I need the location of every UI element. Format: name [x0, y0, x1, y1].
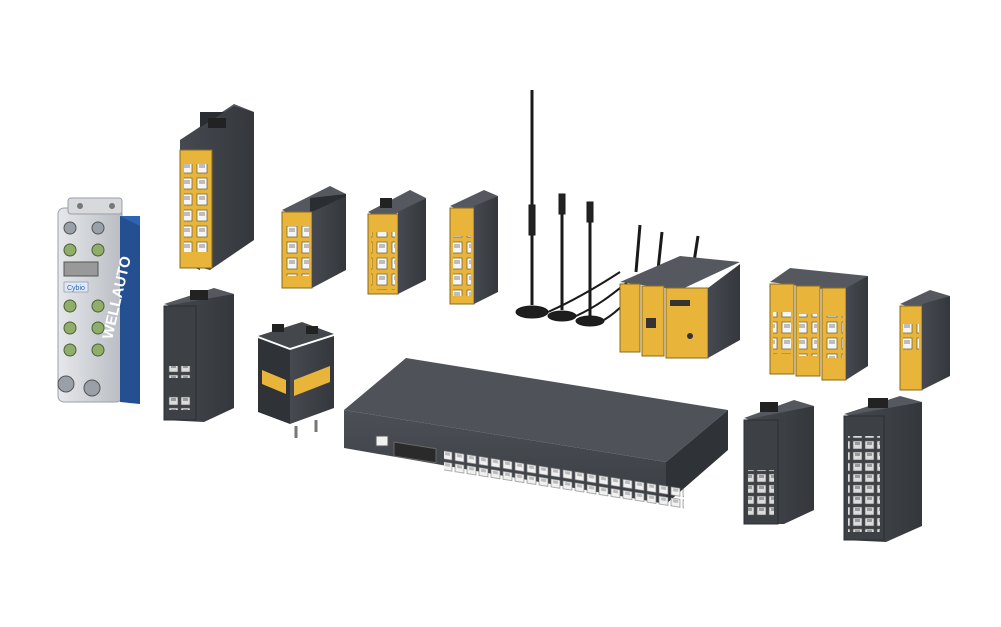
dark-din-switch-left [163, 288, 234, 422]
din-modules-with-antennas [619, 224, 740, 359]
magnetic-antennas [515, 90, 641, 327]
m12-io-module: WELLAUTO Cybio [57, 197, 140, 404]
compact-yellow-switch-8 [367, 190, 426, 295]
small-yellow-switch-right [899, 290, 950, 391]
rack-switch-24-port [344, 358, 728, 510]
wall-mount-yellow-device [258, 322, 334, 438]
tall-yellow-switch [179, 104, 254, 270]
triple-yellow-modules [769, 268, 868, 381]
dark-din-switch-right-small [743, 400, 814, 525]
sticker-text: Cybio [67, 285, 85, 292]
compact-yellow-switch-6 [281, 186, 346, 289]
slim-yellow-switch [449, 190, 498, 305]
dark-din-switch-right-large [843, 396, 922, 542]
